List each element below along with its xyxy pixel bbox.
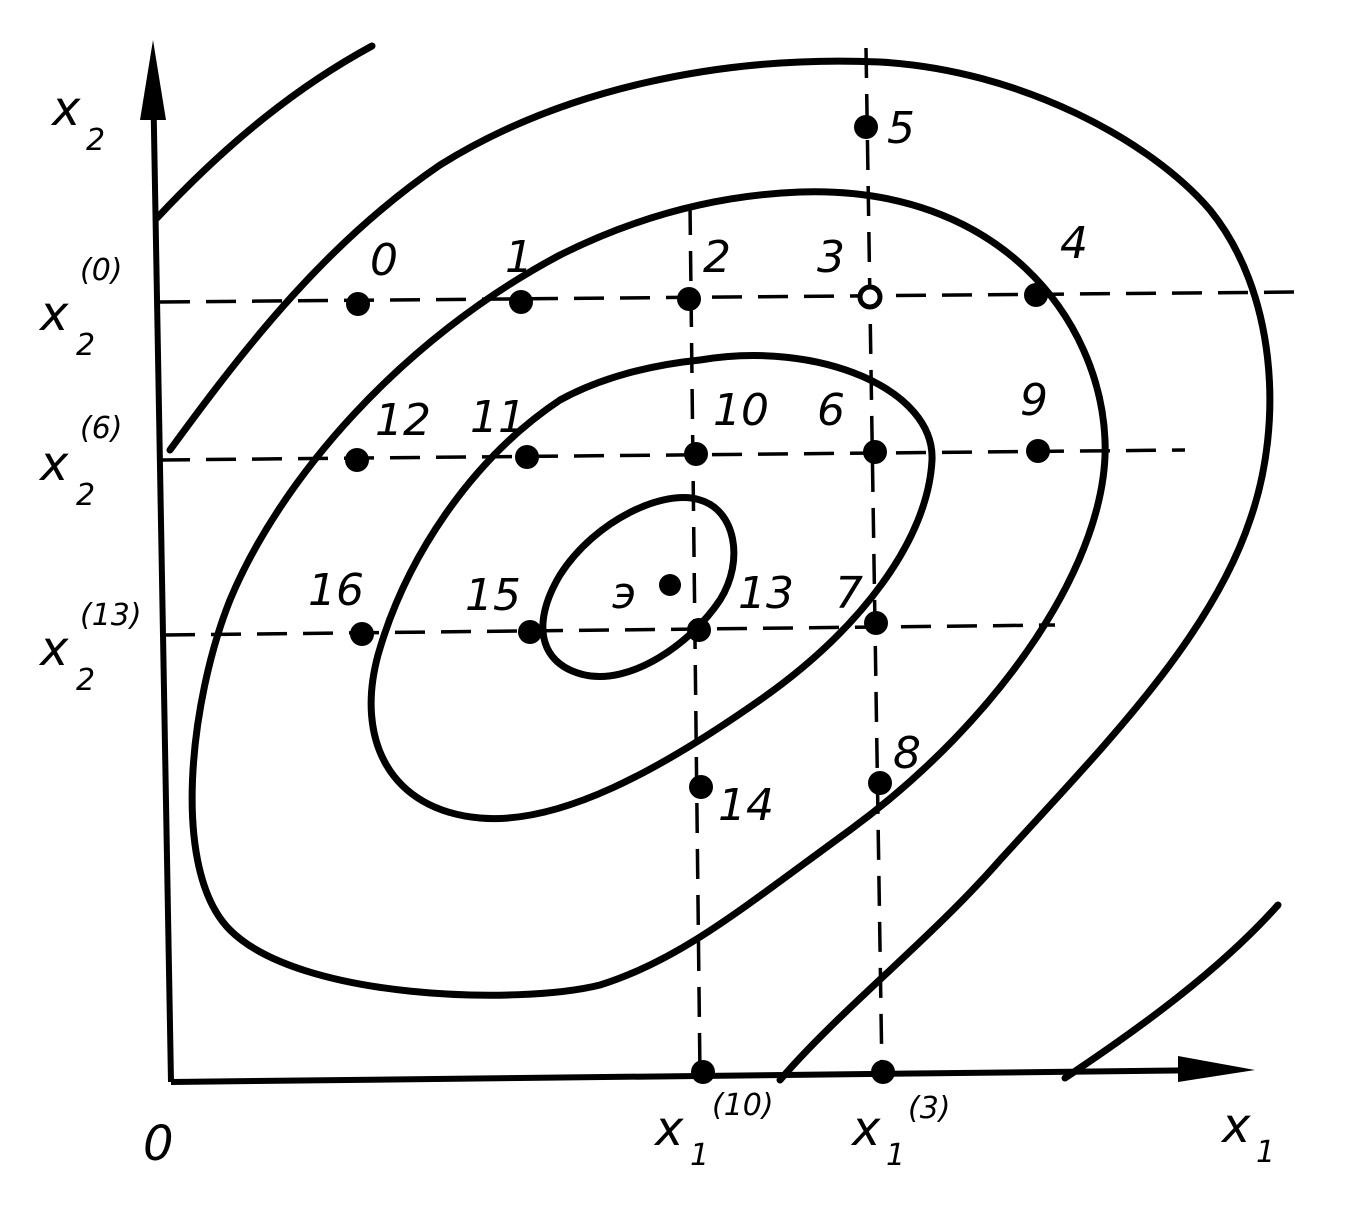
x-tick-sup-x1-10: (10): [712, 1088, 774, 1123]
grid-line-x2-6: [159, 448, 1186, 462]
point-label-7: 7: [835, 568, 863, 619]
point-11: [515, 445, 539, 469]
contour-outer: [166, 57, 1274, 1084]
origin-label: 0: [143, 1116, 174, 1172]
y-axis-label-subscript: 2: [86, 123, 105, 158]
point-label-15: 15: [465, 570, 521, 621]
point-10: [684, 442, 708, 466]
point-label-e: э: [612, 568, 636, 619]
point-2: [677, 287, 701, 311]
y-tick-sup-x2-0: (0): [80, 253, 123, 288]
y-tick-sub-x2-6: 2: [76, 478, 95, 513]
contour-inner: [539, 493, 738, 680]
point-3: [857, 284, 883, 310]
point-label-13: 13: [738, 568, 794, 619]
y-tick-sup-x2-6: (6): [80, 411, 123, 446]
contour-third: [188, 188, 1109, 999]
point-label-16: 16: [308, 565, 364, 616]
contour-top-left: [153, 42, 376, 222]
y-tick-sub-x2-0: 2: [76, 328, 95, 363]
grid-line-x2-0: [159, 290, 1301, 304]
x-tick-sub-x1-3: 1: [886, 1138, 905, 1173]
point-7: [864, 611, 888, 635]
y-tick-sub-x2-13: 2: [76, 663, 95, 698]
grid-line-x2-13: [164, 623, 1056, 637]
point-14: [689, 775, 713, 799]
x-axis-label-subscript: 1: [1256, 1135, 1275, 1170]
y-tick-sup-x2-13: (13): [80, 598, 142, 633]
point-label-0: 0: [370, 235, 398, 286]
y-tick-main-x2-6: x: [38, 436, 69, 492]
point-label-3: 3: [817, 232, 845, 283]
point-16: [350, 622, 374, 646]
x-tick-sup-x1-3: (3): [908, 1091, 951, 1126]
y-axis: [150, 74, 174, 1083]
contour-bottom-right: [1061, 901, 1282, 1082]
point-4: [1024, 283, 1048, 307]
point-x1-10-axis: [691, 1060, 715, 1084]
y-tick-main-x2-0: x: [38, 286, 69, 342]
x-tick-sub-x1-10: 1: [690, 1138, 709, 1173]
point-label-5: 5: [887, 103, 915, 154]
point-label-2: 2: [703, 232, 731, 283]
point-label-12: 12: [375, 395, 431, 446]
point-label-4: 4: [1060, 218, 1088, 269]
point-0: [346, 292, 370, 316]
point-label-11: 11: [470, 392, 526, 443]
point-label-8: 8: [893, 728, 921, 779]
point-e: [659, 574, 681, 596]
point-15: [518, 620, 542, 644]
point-label-6: 6: [817, 385, 845, 436]
contour-second: [367, 352, 936, 823]
grid-line-x1-3: [864, 47, 884, 1076]
x-tick-main-x1-3: x: [850, 1101, 881, 1157]
y-axis-arrow: [140, 40, 166, 120]
x-axis-arrow: [1178, 1056, 1255, 1082]
point-label-9: 9: [1020, 375, 1048, 426]
x-axis-label: x: [1220, 1098, 1251, 1154]
point-9: [1026, 439, 1050, 463]
x-tick-main-x1-10: x: [653, 1101, 684, 1157]
point-label-14: 14: [718, 780, 774, 831]
y-axis-label: x: [50, 81, 81, 137]
point-label-1: 1: [505, 232, 533, 283]
point-6: [863, 440, 887, 464]
point-1: [509, 290, 533, 314]
point-13: [687, 618, 711, 642]
point-5: [854, 115, 878, 139]
point-label-10: 10: [713, 385, 769, 436]
point-x1-3-axis: [871, 1060, 895, 1084]
y-tick-main-x2-13: x: [38, 621, 69, 677]
point-8: [868, 771, 892, 795]
point-12: [345, 448, 369, 472]
